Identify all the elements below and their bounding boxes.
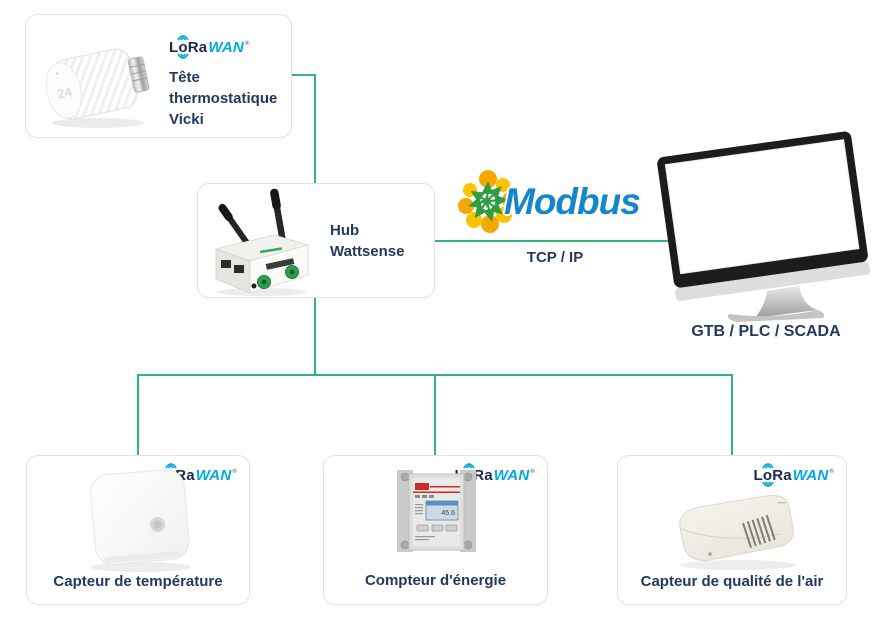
link-hub-to-monitor [435,240,690,242]
lorawan-text: o [762,467,773,484]
energy-meter-image: 45.6 [397,470,476,552]
modbus-logo: Modbus [456,170,641,234]
protocol-label: TCP / IP [526,249,584,266]
hub-device-image [214,188,310,296]
supervision-label: GTB / PLC / SCADA [691,323,841,340]
lorawan-registered-mark: ® [829,469,834,475]
lorawan-registered-mark: ® [232,469,237,475]
lorawan-text: Ra [187,39,208,56]
lorawan-text-wan: WAN [195,467,232,484]
hub-label: Hub Wattsense [330,222,405,260]
lorawan-registered-mark: ® [530,469,535,475]
lorawan-text: L [753,467,763,484]
modbus-wordmark: Modbus [504,181,641,222]
lorawan-text: L [169,39,179,56]
lorawan-arcs-icon [462,463,475,469]
lorawan-text: Ra [772,467,792,484]
lorawan-registered-mark: ® [244,41,250,47]
vicki-display-value: 24 [56,84,74,102]
lorawan-arcs-icon [761,463,774,469]
lorawan-arcs-icon [761,481,774,487]
energy-label: Compteur d'énergie [364,572,507,589]
lorawan-text: Ra [473,467,493,484]
modbus-icon [458,170,518,233]
link-drop-temperature [137,376,139,455]
link-drop-air [731,376,733,455]
link-vicki-to-hub [314,74,316,184]
vicki-label: Tête thermostatique Vicki [169,69,278,128]
lorawan-text-wan: WAN [792,467,829,484]
air-quality-sensor-image [679,495,796,570]
temperature-sensor-image [90,469,191,572]
lorawan-arcs-icon [177,53,189,59]
link-vicki-horizontal [292,74,316,76]
link-bus-horizontal [137,374,733,376]
lorawan-text-wan: WAN [208,39,244,56]
lorawan-text-wan: WAN [493,467,530,484]
meter-reading: 45.6 [441,510,455,517]
air-quality-label: Capteur de qualité de l'air [640,573,824,590]
lorawan-arcs-icon [177,35,189,41]
supervision-monitor [645,128,885,328]
monitor-image [657,131,871,322]
lorawan-arcs-icon [164,463,177,469]
link-drop-energy [434,376,436,455]
link-hub-down [314,297,316,376]
lorawan-text: o [178,39,188,56]
hub-card: Hub Wattsense [197,183,435,298]
thermostatic-head-image: 24 [45,48,150,128]
temperature-label: Capteur de température [53,573,223,590]
